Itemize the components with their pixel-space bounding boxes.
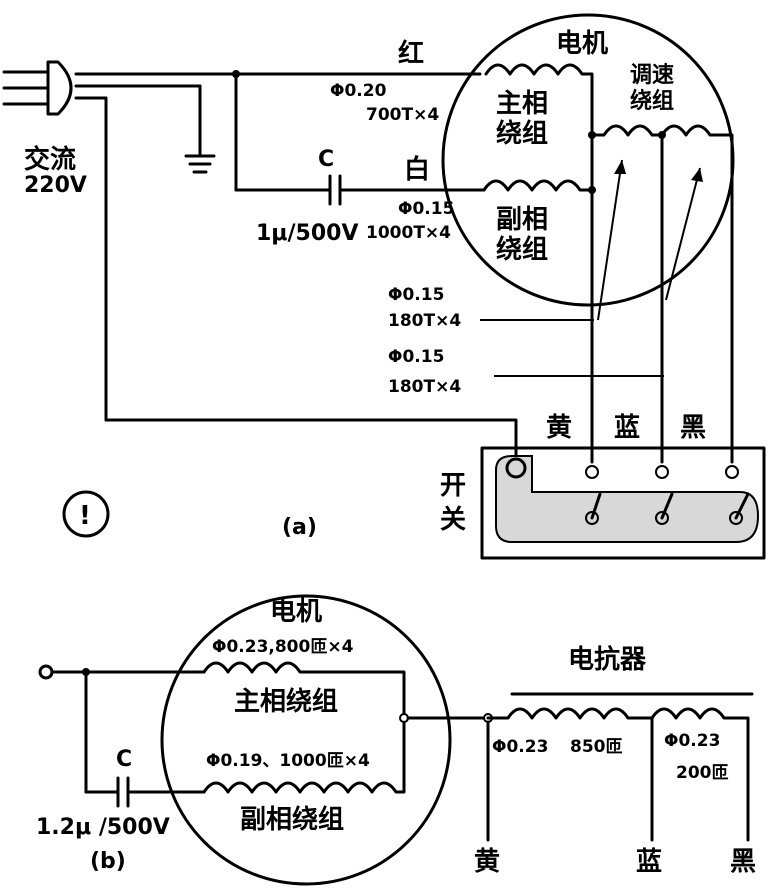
capacitor-a-label: C: [318, 147, 334, 172]
tap2-spec-1: Φ0.15: [388, 347, 444, 367]
tap-black-a: 黑: [680, 413, 706, 443]
motor-label-a: 电机: [556, 29, 608, 59]
aux-winding-label-b: 副相绕组: [240, 804, 344, 835]
tap-yellow-b: 黄: [474, 847, 500, 877]
capacitor-a-value: 1μ/500V: [256, 221, 358, 246]
capacitor-b-value: 1.2μ /500V: [36, 815, 170, 840]
aux-winding-coil-b: [202, 716, 406, 794]
main-spec-1: Φ0.20: [330, 81, 387, 101]
marker: !: [62, 490, 110, 538]
main-winding-label-1: 主相: [496, 89, 548, 119]
tap1-spec-1: Φ0.15: [388, 285, 444, 305]
diagram-b: 电机 Φ0.23,800匝×4 主相绕组 Φ0.19、1000匝×4 副相绕组 …: [36, 594, 756, 886]
speed-winding-label-2: 绕组: [630, 88, 674, 114]
reactor-coil: [486, 707, 750, 842]
main-winding-label-2: 绕组: [496, 118, 548, 149]
capacitor-b-label: C: [116, 747, 132, 772]
main-winding-label-b: 主相绕组: [234, 686, 338, 717]
diagram-a-label: (a): [282, 515, 317, 540]
tap-black-b: 黑: [730, 847, 756, 877]
main-spec-2: 700T×4: [366, 105, 439, 125]
speed-winding-label-1: 调速: [630, 62, 674, 88]
ac-plug: [2, 60, 73, 116]
aux-spec-b: Φ0.19、1000匝×4: [206, 751, 370, 771]
ground-symbol: [74, 84, 216, 174]
tap2-spec-2: 180T×4: [388, 377, 461, 397]
reactor-spec2-1: Φ0.23: [664, 731, 720, 751]
reactor-label: 电抗器: [568, 644, 647, 675]
main-winding-coil-b: [202, 661, 406, 720]
diagram-a: 交流 220V 红 白 电机 调速 绕组 主相 绕组 副相 绕组 Φ0.20 7…: [2, 13, 766, 560]
ac-label: 交流: [24, 144, 76, 175]
reactor-spec1-1: Φ0.23: [492, 737, 548, 757]
motor-circle-b: [160, 594, 452, 886]
tap-yellow-a: 黄: [546, 413, 572, 443]
reactor-spec2-2: 200匝: [676, 763, 729, 783]
red-wire-label: 红: [398, 38, 424, 69]
voltage-label: 220V: [24, 173, 87, 198]
svg-text:!: !: [79, 501, 91, 531]
tap-blue-a: 蓝: [614, 413, 640, 443]
main-spec-b: Φ0.23,800匝×4: [212, 637, 354, 657]
switch-box: [480, 446, 766, 560]
aux-winding-coil: [482, 133, 594, 192]
aux-winding-label-1: 副相: [496, 205, 548, 235]
switch-label-2: 关: [440, 505, 466, 535]
reactor-spec1-2: 850匝: [570, 737, 623, 757]
diagram-b-label: (b): [90, 849, 126, 874]
main-winding-coil: [484, 63, 594, 137]
aux-spec-2: 1000T×4: [366, 223, 451, 243]
tap-blue-b: 蓝: [636, 847, 662, 877]
tap1-spec-2: 180T×4: [388, 311, 461, 331]
motor-label-b: 电机: [270, 597, 322, 627]
white-wire-label: 白: [404, 154, 430, 185]
aux-winding-label-2: 绕组: [496, 234, 548, 265]
aux-spec-1: Φ0.15: [398, 199, 454, 219]
switch-label-1: 开: [440, 471, 466, 501]
